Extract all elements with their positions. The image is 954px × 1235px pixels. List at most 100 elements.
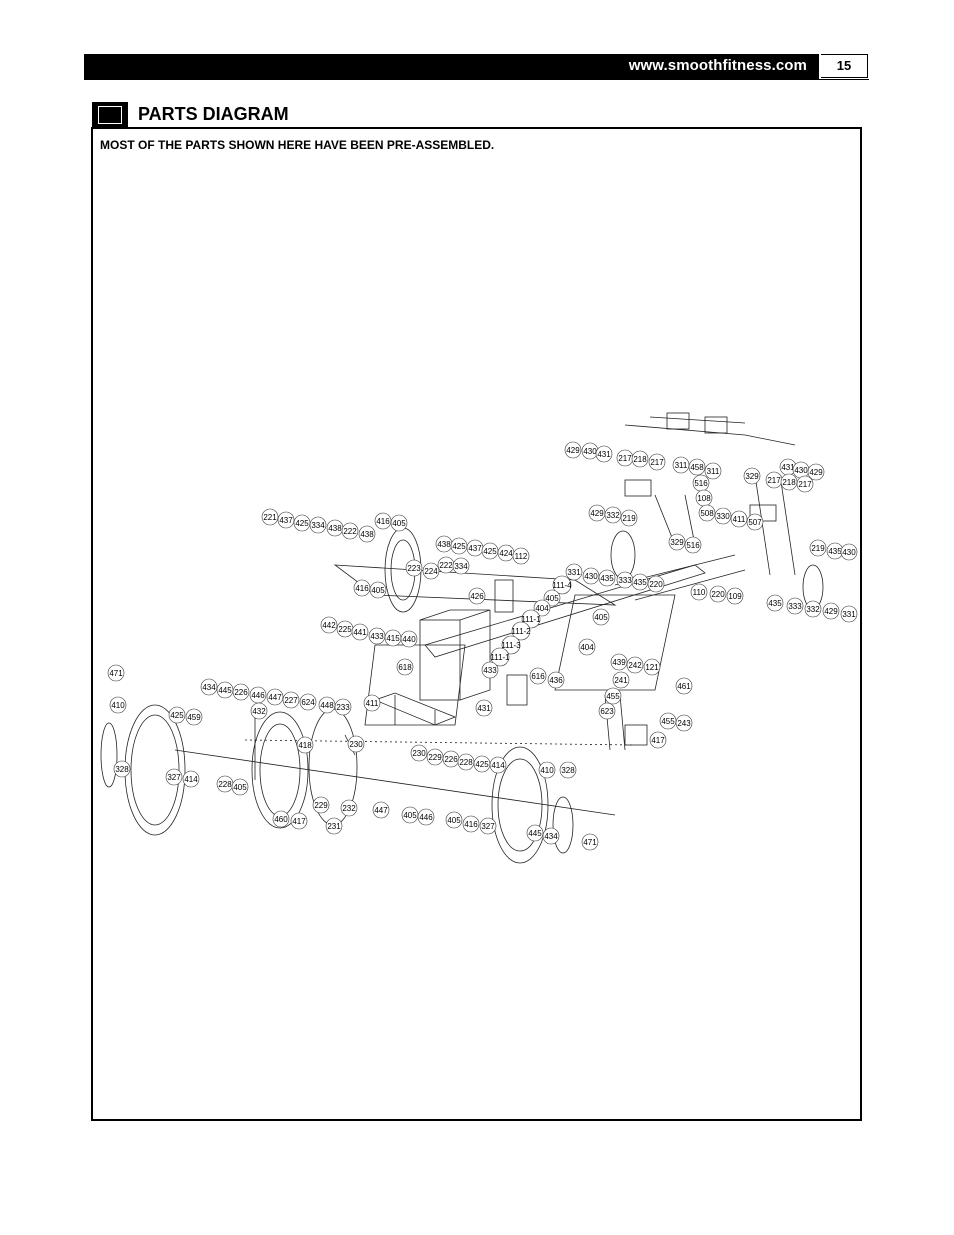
part-number-label: 417 [292, 817, 306, 826]
part-callout: 415 [384, 629, 402, 647]
part-callout: 516 [692, 474, 710, 492]
part-number-label: 438 [328, 524, 342, 533]
part-number-label: 516 [686, 541, 700, 550]
part-callout: 430 [792, 461, 810, 479]
part-callout: 618 [396, 658, 414, 676]
part-number-label: 231 [327, 822, 341, 831]
part-number-label: 222 [439, 561, 453, 570]
part-number-label: 226 [444, 755, 458, 764]
part-number-label: 416 [464, 820, 478, 829]
page-header: www.smoothfitness.com 15 [84, 54, 869, 80]
part-callout: 233 [334, 698, 352, 716]
part-number-label: 435 [600, 574, 614, 583]
part-number-label: 230 [349, 740, 363, 749]
part-callout: 437 [466, 539, 484, 557]
part-callout: 229 [426, 748, 444, 766]
part-callout: 111-4 [552, 575, 572, 595]
part-number-label: 471 [109, 669, 123, 678]
part-callout: 429 [588, 504, 606, 522]
part-callout: 507 [746, 513, 764, 531]
part-number-label: 224 [424, 567, 438, 576]
part-callout: 332 [804, 600, 822, 618]
part-callout: 405 [369, 581, 387, 599]
part-number-label: 425 [452, 542, 466, 551]
part-number-label: 230 [412, 749, 426, 758]
part-callout: 329 [668, 533, 686, 551]
part-number-label: 411 [366, 699, 379, 708]
part-callout: 219 [809, 539, 827, 557]
part-callout: 623 [598, 702, 616, 720]
part-callout: 411 [730, 510, 748, 528]
part-callout: 417 [649, 731, 667, 749]
part-callout: 330 [714, 507, 732, 525]
part-number-label: 221 [263, 513, 277, 522]
part-number-label: 446 [251, 691, 265, 700]
part-callout: 446 [417, 808, 435, 826]
part-callout: 311 [672, 456, 690, 474]
part-callout: 446 [249, 686, 267, 704]
part-callout: 243 [675, 714, 693, 732]
part-number-label: 445 [528, 829, 542, 838]
part-callout: 441 [351, 623, 369, 641]
part-callout: 111-2 [511, 621, 531, 641]
page-number: 15 [821, 54, 868, 78]
part-number-label: 109 [728, 592, 742, 601]
part-number-label: 232 [342, 804, 356, 813]
part-number-label: 229 [314, 801, 328, 810]
part-callout: 429 [807, 463, 825, 481]
part-number-label: 220 [649, 580, 663, 589]
part-callout: 411 [363, 694, 381, 712]
part-number-label: 217 [767, 476, 781, 485]
part-number-label: 624 [301, 698, 315, 707]
part-callout: 223 [405, 559, 423, 577]
part-number-label: 111-1 [521, 615, 541, 624]
part-number-label: 217 [650, 458, 664, 467]
part-number-label: 242 [628, 661, 642, 670]
part-number-label: 108 [697, 494, 711, 503]
part-callout: 437 [277, 511, 295, 529]
part-number-label: 243 [677, 719, 691, 728]
part-callout: 121 [643, 658, 661, 676]
part-number-label: 410 [111, 701, 125, 710]
part-callout: 429 [822, 602, 840, 620]
part-callout: 226 [442, 750, 460, 768]
part-number-label: 334 [311, 521, 325, 530]
part-number-label: 225 [338, 625, 352, 634]
part-number-label: 417 [651, 736, 665, 745]
part-number-label: 426 [470, 592, 484, 601]
part-callout: 508 [698, 504, 716, 522]
part-number-label: 112 [515, 552, 528, 561]
part-number-label: 233 [336, 703, 350, 712]
part-callout: 404 [578, 638, 596, 656]
part-number-label: 229 [428, 753, 442, 762]
website-url[interactable]: www.smoothfitness.com [628, 57, 807, 74]
part-number-label: 424 [499, 549, 513, 558]
part-callout: 425 [473, 755, 491, 773]
part-callout: 224 [422, 562, 440, 580]
part-number-label: 459 [187, 713, 201, 722]
part-number-label: 455 [661, 717, 675, 726]
part-callout: 430 [840, 543, 858, 561]
part-callout: 218 [631, 450, 649, 468]
part-number-label: 121 [645, 663, 659, 672]
part-callout: 460 [272, 810, 290, 828]
part-callout: 434 [200, 678, 218, 696]
part-number-label: 430 [583, 447, 597, 456]
part-number-label: 311 [707, 467, 720, 476]
part-number-label: 331 [567, 568, 581, 577]
part-number-label: 446 [419, 813, 433, 822]
part-number-label: 328 [561, 766, 575, 775]
part-number-label: 331 [842, 610, 856, 619]
part-callout: 438 [435, 535, 453, 553]
part-callout: 425 [168, 706, 186, 724]
part-number-label: 416 [376, 517, 390, 526]
part-callout: 445 [216, 681, 234, 699]
part-number-label: 447 [374, 806, 388, 815]
part-number-label: 435 [828, 547, 842, 556]
part-number-label: 441 [353, 628, 367, 637]
part-number-label: 414 [184, 775, 198, 784]
part-callout: 230 [410, 744, 428, 762]
part-number-label: 241 [614, 676, 628, 685]
part-callout: 430 [581, 442, 599, 460]
